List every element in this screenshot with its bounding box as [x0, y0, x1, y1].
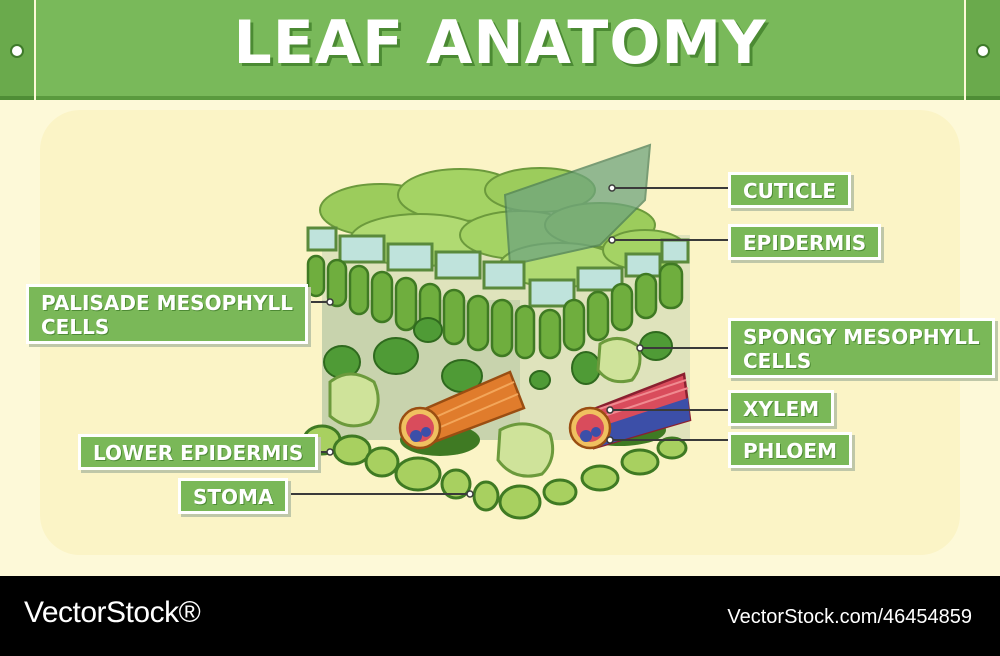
watermark-image-id: VectorStock.com/46454859 [727, 606, 972, 628]
watermark-brand: VectorStock® [24, 596, 201, 629]
label-palisade-mesophyll: PALISADE MESOPHYLL CELLS [26, 284, 308, 344]
bolt-icon [976, 44, 990, 58]
spongy-cells-pale [328, 337, 642, 478]
label-lower-epidermis: LOWER EPIDERMIS [78, 434, 319, 470]
title-banner: LEAF ANATOMY [0, 0, 1000, 100]
bolt-icon [10, 44, 24, 58]
label-spongy-mesophyll: SPONGY MESOPHYLL CELLS [728, 318, 995, 378]
page-title: LEAF ANATOMY [233, 8, 767, 78]
spongy-mesophyll [323, 317, 673, 393]
watermark-footer: VectorStock® VectorStock.com/46454859 [0, 576, 1000, 656]
palisade-cells [306, 254, 684, 360]
label-phloem: PHLOEM [728, 432, 852, 468]
banner-strip [36, 0, 964, 100]
label-stoma: STOMA [178, 478, 289, 514]
leader-lines [286, 187, 730, 495]
label-cuticle: CUTICLE [728, 172, 852, 208]
banner-left-cap [0, 0, 34, 100]
leader-dots [326, 184, 644, 498]
cuticle-layer [503, 143, 652, 267]
leaf-cross-section-illustration [286, 143, 730, 520]
banner-right-cap [966, 0, 1000, 100]
label-epidermis: EPIDERMIS [728, 224, 882, 260]
vein-left [398, 370, 526, 450]
label-xylem: XYLEM [728, 390, 835, 426]
